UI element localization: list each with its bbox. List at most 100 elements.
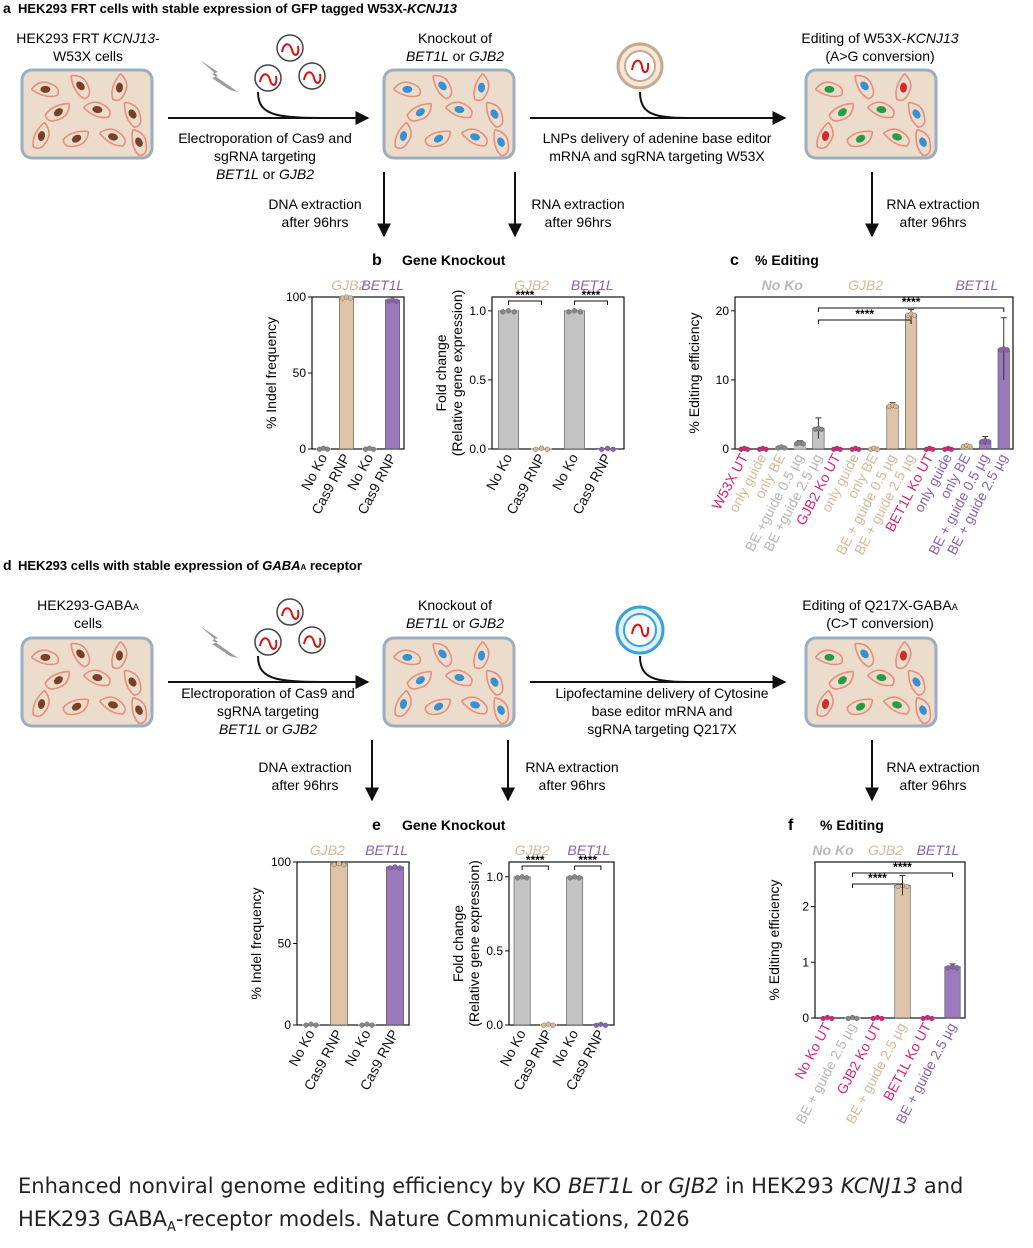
figure-canvas: a HEK293 FRT cells with stable expressio… (3, 0, 1014, 1126)
significance-bracket (508, 300, 542, 305)
cell (111, 641, 128, 670)
nucleus (821, 699, 830, 709)
data-point (533, 446, 539, 452)
data-point (854, 1015, 860, 1022)
arrow2-label-d-2: base editor mRNA and (592, 703, 733, 719)
nucleus (71, 702, 82, 711)
cell (111, 73, 128, 102)
significance-label: **** (893, 860, 912, 874)
figure-caption: Enhanced nonviral genome editing efficie… (18, 1174, 964, 1236)
edit-label-a: Editing of W53X-KCNJ13 (801, 30, 958, 46)
data-point (849, 1014, 856, 1021)
data-point (911, 312, 917, 318)
cell (394, 689, 412, 718)
nucleus (399, 131, 408, 141)
nucleus (37, 699, 46, 709)
cell (473, 641, 490, 670)
cell (473, 73, 490, 102)
data-point (393, 298, 400, 304)
group-label: No Ko (762, 277, 804, 293)
data-point (331, 862, 337, 868)
down3-label-a-2: after 96hrs (900, 214, 967, 230)
bar (497, 310, 520, 450)
data-point (895, 883, 901, 890)
group-label: GJB2 (331, 277, 366, 293)
plot-frame (508, 861, 615, 1026)
nucleus (837, 108, 847, 117)
cell (846, 130, 874, 148)
cell (123, 101, 142, 129)
down1-label-a-2: after 96hrs (282, 214, 349, 230)
nucleus (37, 131, 46, 141)
panel-c-letter: c (730, 252, 739, 269)
nucleus (899, 650, 908, 661)
data-point (599, 446, 605, 452)
nucleus (53, 108, 63, 117)
nucleus (860, 81, 869, 91)
cell (866, 101, 895, 119)
ko-genes-d: BET1L or GJB2 (406, 615, 504, 631)
y-tick-label: 0.0 (469, 442, 486, 456)
cell (32, 689, 50, 718)
down2-label-d: RNA extraction (525, 759, 618, 775)
arrow1-label-d: Electroporation of Cas9 and (181, 685, 355, 701)
panel-f-title: % Editing (820, 817, 884, 833)
data-point (511, 309, 517, 315)
cell (432, 642, 453, 668)
cell (424, 130, 452, 148)
down2-label-d-2: after 96hrs (539, 777, 606, 793)
cell (828, 670, 855, 690)
y-tick-label: 1 (802, 955, 809, 969)
panel-a-letter: a (3, 0, 11, 16)
nucleus (477, 650, 486, 661)
data-point (545, 1021, 551, 1027)
significance-bracket (574, 865, 602, 870)
cell (828, 102, 855, 122)
cell (82, 669, 111, 687)
nucleus (855, 134, 866, 143)
nucleus (92, 106, 103, 114)
y-tick-label: 0 (299, 442, 306, 456)
arrow1-label-d-3: BET1L or GJB2 (219, 721, 317, 737)
start-label-d: HEK293-GABAA (37, 597, 139, 613)
bar (944, 966, 961, 1019)
nucleus (919, 705, 927, 715)
nucleus (824, 85, 835, 93)
cell (882, 696, 910, 715)
significance-bracket (521, 865, 549, 870)
data-point (392, 864, 398, 870)
data-point (313, 1022, 319, 1028)
data-point (1004, 347, 1010, 353)
cell (444, 669, 473, 687)
panel-b-letter: b (372, 252, 382, 269)
nucleus (860, 649, 869, 659)
data-point (870, 1015, 876, 1022)
plasmid-icon (254, 598, 326, 656)
nucleus (108, 701, 118, 709)
bar (894, 885, 911, 1019)
cell-dish-edited-a (804, 68, 938, 160)
y-tick-label: 50 (293, 366, 307, 380)
cell (816, 689, 834, 718)
nucleus (135, 705, 143, 715)
significance-label: **** (516, 288, 535, 302)
significance-bracket (852, 883, 903, 888)
cell (406, 670, 433, 690)
y-tick-label: 0.5 (469, 373, 486, 387)
cell (131, 128, 148, 157)
nucleus (470, 701, 480, 709)
x-category-label: No Ko (549, 451, 581, 493)
y-tick-label: 0.0 (486, 1018, 503, 1032)
nucleus (497, 705, 505, 715)
bar (563, 310, 586, 450)
nucleus (415, 108, 425, 117)
cell (846, 698, 874, 716)
data-point (303, 1022, 309, 1028)
cell (895, 641, 912, 670)
start-label-a: HEK293 FRT KCNJ13- (16, 30, 160, 46)
data-point (576, 875, 582, 881)
data-point (610, 446, 616, 452)
cell (44, 670, 71, 690)
cell (866, 669, 895, 687)
y-axis-label: % Editing efficiency (686, 312, 702, 433)
